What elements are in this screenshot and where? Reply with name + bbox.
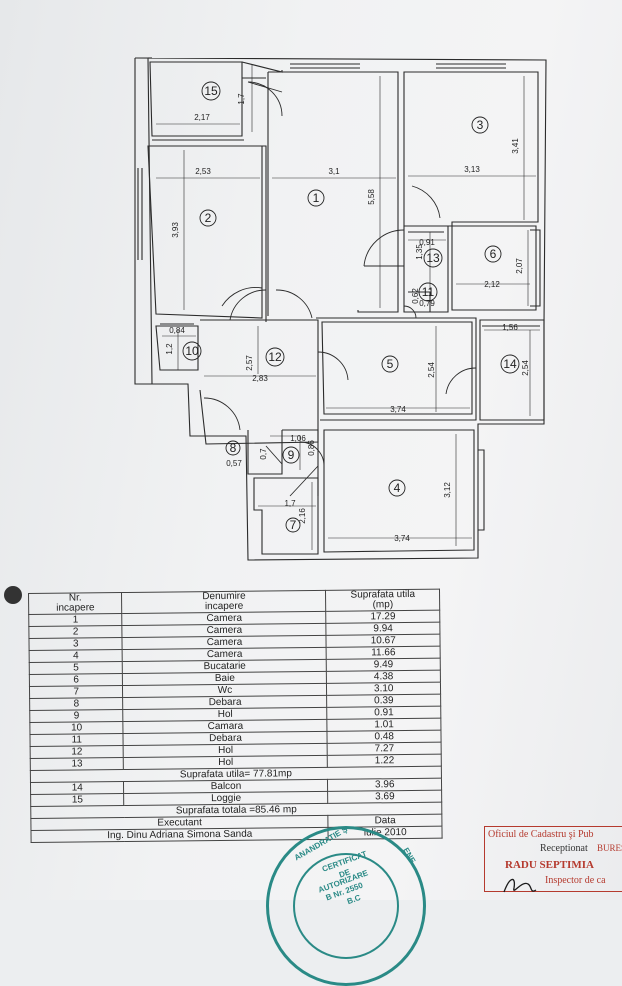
room-number: 9: [288, 448, 295, 462]
dimension-label: 2,57: [245, 355, 254, 371]
dimension-label: 1,2: [165, 343, 174, 355]
dimension-label: 2,17: [194, 113, 210, 122]
dimension-label: 2,12: [484, 280, 500, 289]
header-nr: Nr.incapere: [28, 592, 123, 615]
dimension-label: 1,7: [284, 499, 296, 508]
room-label-11: 11: [418, 282, 438, 302]
dimension-label: 3,12: [443, 482, 452, 498]
dimension-label: 0,91: [419, 238, 435, 247]
room-number: 13: [426, 251, 440, 265]
dimension-label: 2,54: [521, 360, 530, 376]
room-number: 15: [204, 84, 218, 98]
dimension-label: 0,79: [419, 299, 435, 308]
room-number: 7: [290, 518, 297, 532]
room-number: 12: [268, 350, 282, 364]
room-number: 1: [313, 191, 320, 205]
ocpi-name: RADU SEPTIMIA: [505, 859, 594, 871]
dimension-label: 0,62: [411, 288, 420, 304]
room-number: 14: [503, 357, 517, 371]
dimension-label: 1,7: [237, 93, 246, 105]
room-label-12: 12: [265, 347, 285, 367]
dimension-label: 2,07: [515, 258, 524, 274]
room-label-14: 14: [500, 354, 520, 374]
room-number: 2: [205, 211, 212, 225]
dimension-label: 3,1: [328, 167, 340, 176]
dimension-lines: [156, 64, 540, 550]
dimension-label: 0,57: [226, 459, 242, 468]
room-label-1: 1: [307, 189, 325, 207]
ocpi-reception-stamp: Oficiul de Cadastru şi Pub Receptionat B…: [484, 826, 622, 892]
ocpi-header: Oficiul de Cadastru şi Pub: [488, 829, 594, 840]
dimension-label: 2,53: [195, 167, 211, 176]
room-labels: 15 2 1 3 13 6 11 10 12 5 14 8 9 4 7: [182, 81, 520, 533]
dimension-label: 1,06: [290, 434, 306, 443]
room-number: 3: [477, 118, 484, 132]
dimension-label: 1,56: [502, 323, 518, 332]
room-number: 8: [230, 441, 237, 455]
dimension-label: 2,54: [427, 362, 436, 378]
punch-hole: [4, 586, 22, 604]
room-label-9: 9: [282, 446, 300, 464]
dimension-labels: 2,17 1,7 2,53 3,93 3,1 5,58 3,13 3,41 0,…: [165, 93, 530, 543]
scanned-page: [0, 0, 622, 900]
ocpi-overlap: BURES: [597, 843, 622, 853]
room-number: 4: [394, 481, 401, 495]
signature-mark: [503, 878, 537, 893]
dimension-label: 2,16: [298, 508, 307, 524]
dimension-label: 3,13: [464, 165, 480, 174]
room-number: 11: [422, 285, 435, 299]
door-swings: [203, 81, 477, 497]
ocpi-title: Inspector de ca: [545, 875, 606, 886]
room-number: 5: [387, 357, 394, 371]
room-label-2: 2: [199, 209, 217, 227]
authorization-stamp: ANANDRATIE Ş ENE CERTIFICAT DE AUTORIZAR…: [266, 825, 426, 986]
dimension-label: 3,93: [171, 222, 180, 238]
room-label-10: 10: [182, 341, 202, 361]
dimension-label: 2,83: [252, 374, 268, 383]
room-label-3: 3: [471, 116, 489, 134]
dimension-label: 3,41: [511, 138, 520, 154]
header-suprafata: Suprafata utila(mp): [325, 589, 440, 612]
dimension-label: 0,86: [307, 440, 316, 456]
dimension-label: 0,7: [259, 448, 268, 460]
room-label-13: 13: [423, 248, 443, 268]
room-label-8: 8: [225, 440, 241, 456]
room-label-4: 4: [388, 479, 406, 497]
dimension-label: 3,74: [394, 534, 410, 543]
room-label-15: 15: [201, 81, 221, 101]
dimension-label: 5,58: [367, 189, 376, 205]
plan-walls: [134, 57, 547, 561]
dimension-label: 1,35: [415, 244, 424, 260]
dimension-label: 0,84: [169, 326, 185, 335]
ocpi-receptionat: Receptionat: [540, 843, 588, 854]
room-label-6: 6: [484, 245, 502, 263]
room-number: 6: [490, 247, 497, 261]
room-label-5: 5: [381, 355, 399, 373]
dimension-label: 3,74: [390, 405, 406, 414]
room-number: 10: [185, 344, 199, 358]
room-label-7: 7: [285, 517, 301, 533]
floor-plan: 15 2 1 3 13 6 11 10 12 5 14 8 9 4 7 2,17…: [134, 57, 547, 561]
